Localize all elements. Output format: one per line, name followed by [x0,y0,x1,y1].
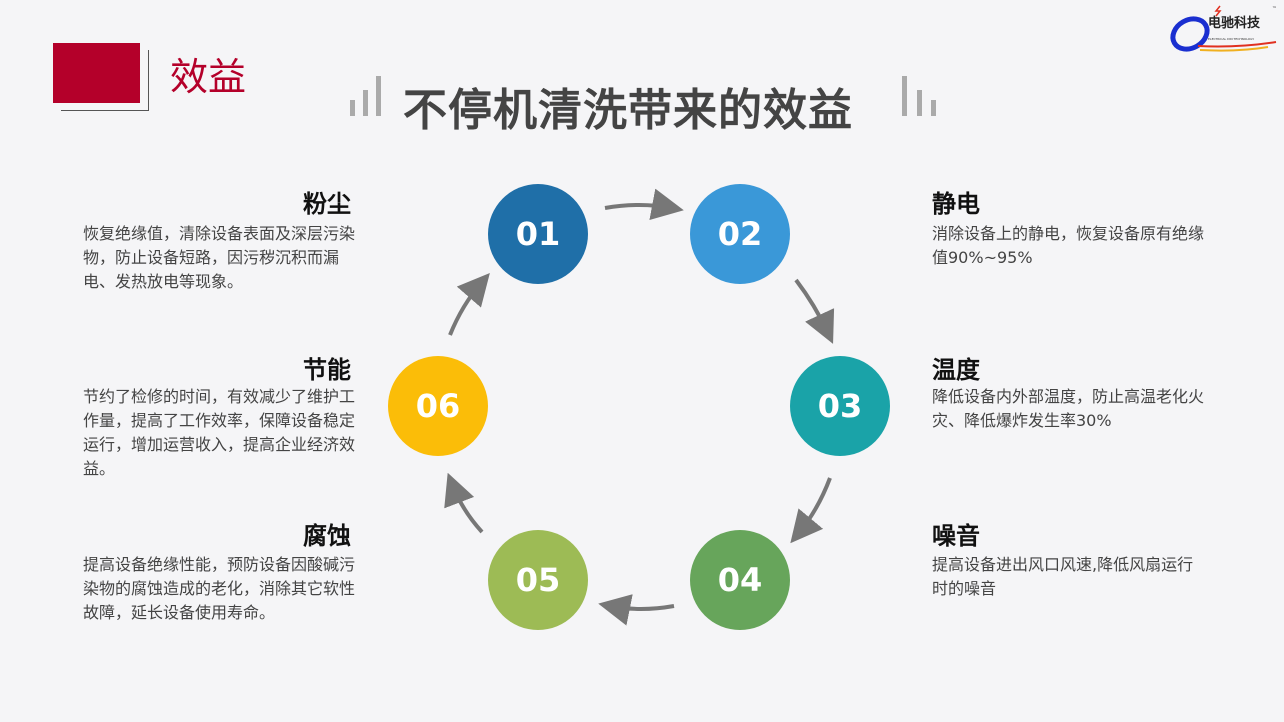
desc-static: 消除设备上的静电，恢复设备原有绝缘值90%~95% [932,224,1205,267]
logo-subtext: ELECTRICAL DIN TECHNOLOGY [1208,37,1255,41]
desc-corrosion: 提高设备绝缘性能，预防设备因酸碱污染物的腐蚀造成的老化，消除其它软性故障，延长设… [83,555,356,622]
desc-noise: 提高设备进出风口风速,降低风扇运行时的噪音 [932,555,1194,598]
arrow-04-05 [598,594,675,626]
title-bar-decor [931,100,936,116]
arrow-05-06 [444,472,484,534]
arrow-03-04 [790,477,832,544]
arrow-02-03 [794,278,835,344]
logo: 电驰科技 ELECTRICAL DIN TECHNOLOGY ™ [1168,4,1282,54]
step-circle-01: 01 [488,184,588,284]
section-label: 效益 [170,55,247,99]
step-circle-03: 03 [790,356,890,456]
step-circle-05: 05 [488,530,588,630]
heading-dust: 粉尘 [303,190,351,218]
desc-energy: 节约了检修的时间，有效减少了维护工作量，提高了工作效率，保障设备稳定运行，增加运… [83,387,356,478]
arrow-06-01 [448,272,490,336]
logo-text: 电驰科技 [1208,16,1261,31]
title-bar-decor [376,76,381,116]
heading-static: 静电 [932,190,980,218]
title-bar-decor [917,90,922,116]
step-circle-06: 06 [388,356,488,456]
heading-energy: 节能 [303,356,351,384]
heading-corrosion: 腐蚀 [303,522,351,550]
step-circle-02: 02 [690,184,790,284]
desc-dust: 恢复绝缘值，清除设备表面及深层污染物，防止设备短路，因污秽沉积而漏电、发热放电等… [83,224,356,291]
arrow-01-02 [604,188,684,221]
title-bar-decor [350,100,355,116]
step-circle-04: 04 [690,530,790,630]
heading-noise: 噪音 [932,522,980,550]
desc-temperature: 降低设备内外部温度，防止高温老化火灾、降低爆炸发生率30% [932,387,1205,430]
logo-swoosh-icon [1170,5,1277,52]
decor-red-block [53,43,140,103]
logo-tm: ™ [1272,6,1277,12]
title-bar-decor [363,90,368,116]
page-title: 不停机清洗带来的效益 [403,85,853,136]
heading-temperature: 温度 [932,356,980,384]
decor-shadow [61,50,149,111]
title-bar-decor [902,76,907,116]
